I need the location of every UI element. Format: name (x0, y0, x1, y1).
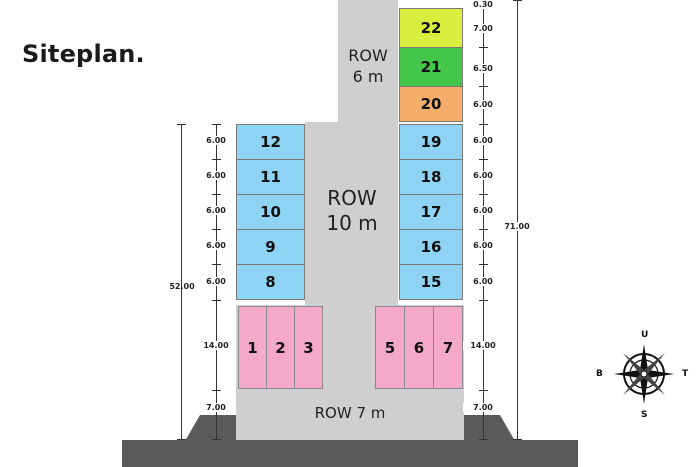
right-dim-label: 6.00 (463, 171, 503, 180)
left-dim-label: 6.00 (196, 206, 236, 215)
right-dim-tick (479, 159, 488, 160)
right-dim-line (483, 0, 484, 440)
compass-rose: U S B T (596, 330, 689, 430)
left-dim-tick (212, 439, 221, 440)
compass-west-label: B (596, 369, 603, 379)
lot-19[interactable]: 19 (399, 124, 463, 160)
road-north (338, 0, 398, 125)
compass-south-label: S (641, 410, 648, 420)
lot-10[interactable]: 10 (236, 194, 305, 230)
right-total-tick-top (513, 0, 522, 1)
lot-1[interactable]: 1 (238, 306, 267, 389)
right-dim-label: 0.30 (463, 0, 503, 9)
left-dim-label: 6.00 (196, 171, 236, 180)
left-dim-label: 6.00 (196, 241, 236, 250)
right-dim-label: 6.00 (463, 241, 503, 250)
right-dim-tick (479, 264, 488, 265)
lot-6[interactable]: 6 (404, 306, 434, 389)
left-total-dim-line (181, 124, 182, 440)
right-dim-tick (479, 439, 488, 440)
lot-20[interactable]: 20 (399, 86, 463, 122)
compass-north-label: U (641, 330, 649, 340)
lot-17[interactable]: 17 (399, 194, 463, 230)
compass-star-icon (614, 344, 674, 404)
left-total-tick-bottom (177, 439, 186, 440)
lot-15[interactable]: 15 (399, 264, 463, 300)
right-total-dim-line (517, 0, 518, 440)
lot-8[interactable]: 8 (236, 264, 305, 300)
left-dim-label: 6.00 (196, 136, 236, 145)
road-south-label: ROW 7 m (314, 404, 386, 422)
right-dim-tick (479, 124, 488, 125)
lot-21[interactable]: 21 (399, 47, 463, 87)
left-total-tick-top (177, 124, 186, 125)
left-dim-tick (212, 159, 221, 160)
lot-16[interactable]: 16 (399, 229, 463, 265)
left-dim-label: 6.00 (196, 277, 236, 286)
lot-3[interactable]: 3 (294, 306, 323, 389)
right-dim-label: 6.00 (463, 100, 503, 109)
page-title: Siteplan. (22, 40, 145, 68)
right-dim-label: 6.00 (463, 136, 503, 145)
right-dim-tick (479, 47, 488, 48)
left-dim-tick (212, 194, 221, 195)
left-dim-label: 14.00 (196, 341, 236, 350)
right-dim-tick (479, 229, 488, 230)
right-dim-tick (479, 300, 488, 301)
right-total-dim-label: 71.00 (497, 222, 537, 231)
left-dim-tick (212, 124, 221, 125)
lot-2[interactable]: 2 (266, 306, 295, 389)
left-total-dim-label: 52.00 (169, 282, 195, 291)
road-north-label: ROW 6 m (330, 45, 406, 87)
lot-7[interactable]: 7 (433, 306, 463, 389)
left-dim-label: 7.00 (196, 403, 236, 412)
right-dim-label: 6.50 (463, 64, 503, 73)
left-dim-tick (212, 390, 221, 391)
lot-11[interactable]: 11 (236, 159, 305, 195)
lot-5[interactable]: 5 (375, 306, 405, 389)
right-dim-tick (479, 194, 488, 195)
right-dim-label: 7.00 (463, 403, 503, 412)
road-center-label: ROW 10 m (312, 186, 392, 236)
right-dim-label: 7.00 (463, 24, 503, 33)
left-dim-tick (212, 264, 221, 265)
road-center-label-line1: ROW (327, 186, 377, 210)
right-dim-label: 14.00 (463, 341, 503, 350)
left-dim-tick (212, 229, 221, 230)
right-dim-label: 6.00 (463, 277, 503, 286)
road-center (305, 122, 398, 307)
right-total-tick-bottom (513, 439, 522, 440)
right-dim-tick (479, 86, 488, 87)
lot-9[interactable]: 9 (236, 229, 305, 265)
road-south-front (236, 390, 464, 440)
lot-12[interactable]: 12 (236, 124, 305, 160)
lot-18[interactable]: 18 (399, 159, 463, 195)
road-north-label-line1: ROW (348, 46, 388, 65)
right-dim-label: 6.00 (463, 206, 503, 215)
road-center-label-line2: 10 m (326, 211, 378, 235)
compass-east-label: T (682, 369, 689, 379)
right-dim-tick (479, 390, 488, 391)
lot-22[interactable]: 22 (399, 8, 463, 48)
road-north-label-line2: 6 m (352, 67, 384, 86)
left-dim-tick (212, 300, 221, 301)
